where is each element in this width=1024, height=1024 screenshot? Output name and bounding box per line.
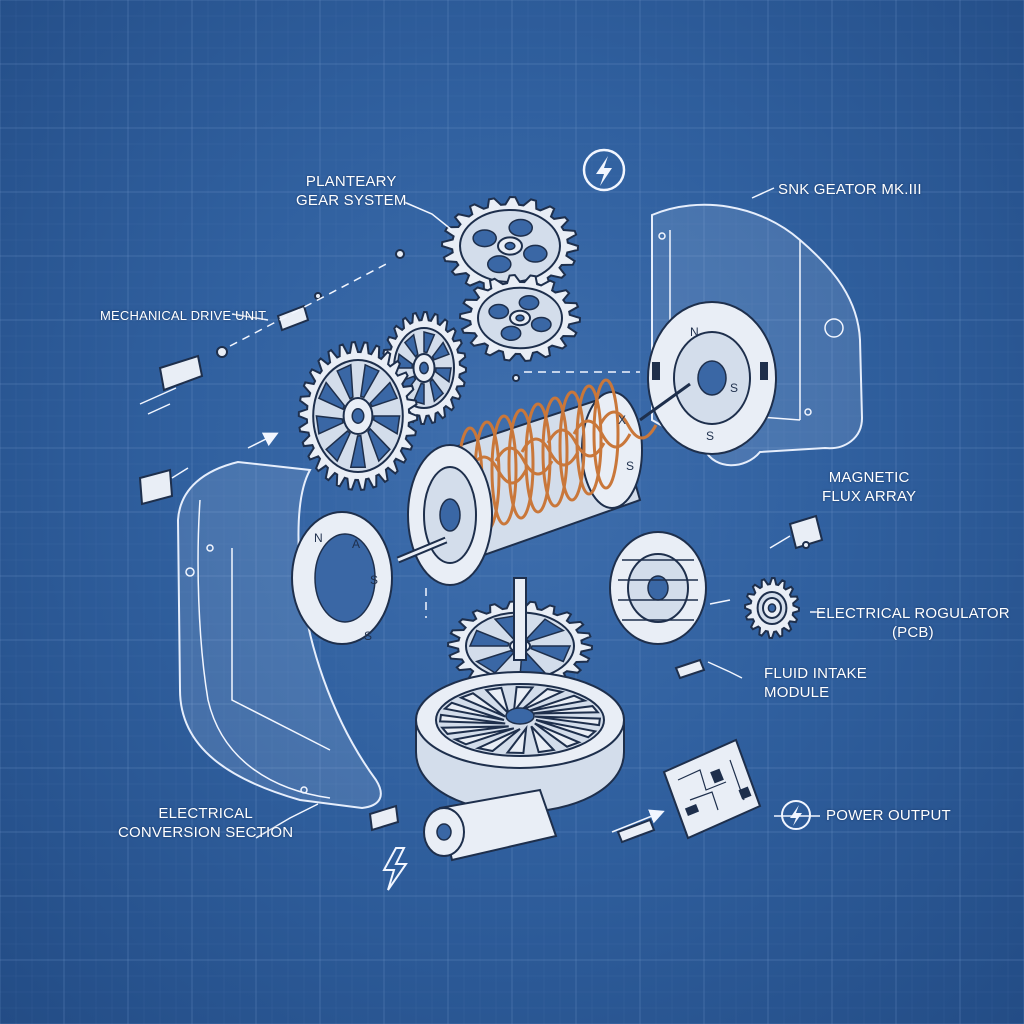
electrical-conversion-label: ELECTRICAL CONVERSION SECTION — [118, 805, 294, 841]
stator-mark-s: S — [626, 459, 634, 473]
planetary-gear-bottom — [458, 273, 582, 363]
planetary-gear-top — [440, 195, 580, 297]
power-output-label: POWER OUTPUT — [826, 807, 951, 824]
drive-gear-front — [297, 341, 419, 491]
endplate-mark-n: N — [690, 325, 699, 339]
endplate-mark-s2: S — [706, 429, 714, 443]
small-parts — [138, 249, 824, 844]
ring-mark-s2: S — [364, 629, 372, 643]
ring-mark-s1: S — [370, 573, 378, 587]
magnetic-flux-label: MAGNETIC FLUX ARRAY — [822, 469, 917, 505]
power-bolt-icon — [781, 800, 811, 830]
endplate-mark-s1: S — [730, 381, 738, 395]
vertical-shaft — [513, 577, 527, 661]
gear-train — [297, 195, 801, 692]
right-endplate: N S S — [639, 301, 777, 455]
lightning-bolt-icon — [582, 148, 626, 192]
fluid-intake-label: FLUID INTAKE MODULE — [764, 665, 867, 701]
spark-bolt-icon — [382, 847, 408, 891]
pcb-board — [662, 738, 762, 840]
turbine-blades — [438, 686, 602, 754]
regulator-gear — [743, 576, 801, 640]
stator-mark-x: X — [618, 413, 626, 427]
electrical-regulator-label: ELECTRICAL ROGULATOR (PCB) — [816, 605, 1010, 641]
rotor-disk — [609, 531, 707, 645]
generator-title-label: SNK GEATOR MK.III — [778, 181, 922, 198]
ring-mark-n: N — [314, 531, 323, 545]
stator-coil-assembly: X S — [396, 378, 658, 586]
mechanical-drive-label: MECHANICAL DRIVE UNIT — [100, 308, 267, 323]
turbine-housing — [415, 671, 625, 862]
planetary-gear-label: PLANTEARY GEAR SYSTEM — [296, 173, 407, 209]
ring-mark-a: A — [352, 537, 360, 551]
assembly-guides — [139, 261, 791, 833]
magnet-ring: N A S S — [291, 511, 393, 645]
